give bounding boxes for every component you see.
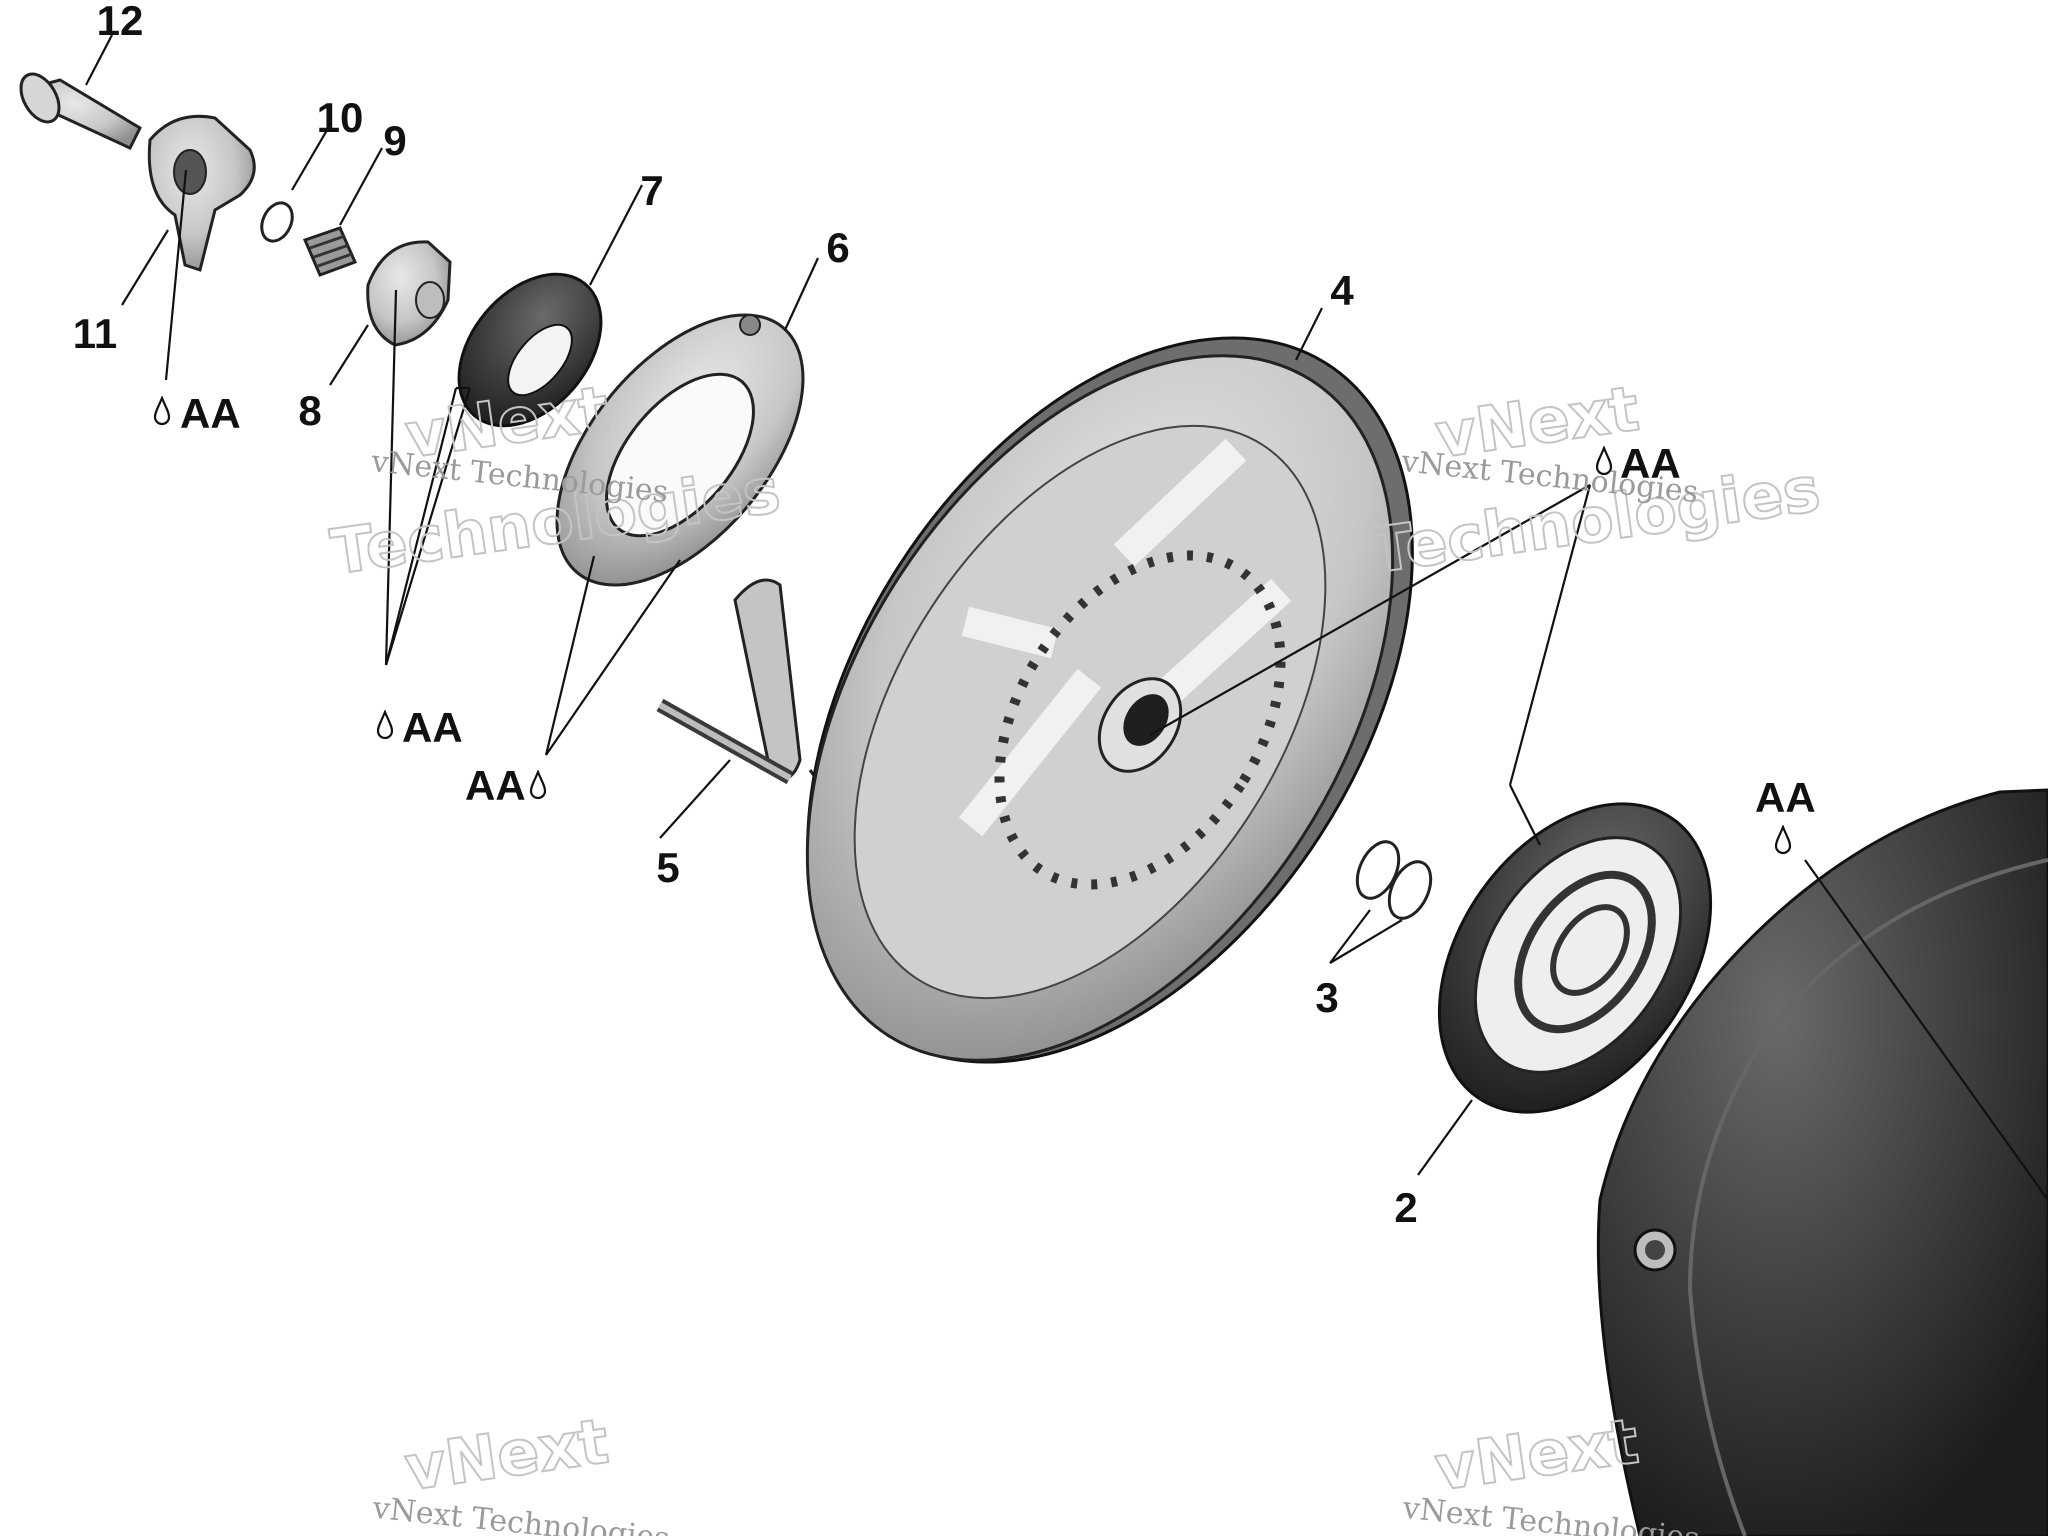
- callout-10: 10: [317, 94, 364, 141]
- lube-marker: AA: [376, 704, 463, 751]
- lube-markers: AA AA AA AA AA: [153, 390, 1816, 855]
- watermark-line: vNext Technologies: [370, 1490, 671, 1536]
- lube-code: AA: [1755, 774, 1816, 821]
- lube-code: AA: [402, 704, 463, 751]
- lube-code: AA: [180, 390, 241, 437]
- housing-part: [1596, 788, 2048, 1536]
- lube-marker: AA: [153, 390, 241, 437]
- callout-8: 8: [298, 387, 321, 434]
- lube-drop-icon: [153, 396, 171, 426]
- callout-9: 9: [383, 117, 406, 164]
- watermark: Technologies vNext vNext Technologies: [1365, 371, 1825, 589]
- callout-3: 3: [1315, 974, 1338, 1021]
- lube-drop-icon: [1774, 825, 1792, 855]
- callout-5: 5: [656, 844, 679, 891]
- watermark-word: vNext: [401, 1404, 613, 1505]
- callout-7: 7: [640, 167, 663, 214]
- leader-lines: [85, 34, 2048, 1201]
- lube-code: AA: [1620, 440, 1681, 487]
- lube-code: AA: [465, 762, 526, 809]
- watermark-word: vNext: [1431, 1404, 1643, 1505]
- callout-12: 12: [97, 0, 144, 44]
- ratchet-part: [457, 272, 603, 428]
- pulley-part: [805, 336, 1414, 1064]
- lube-marker: AA: [465, 762, 547, 809]
- cap-part: [366, 240, 452, 347]
- cover-plate-part: [555, 313, 805, 587]
- callout-11: 11: [73, 310, 117, 357]
- lube-drop-icon: [529, 770, 547, 800]
- o-ring-part: [260, 201, 294, 243]
- callout-4: 4: [1330, 267, 1354, 314]
- watermark: vNext vNext Technologies: [370, 1403, 671, 1536]
- lube-drop-icon: [376, 710, 394, 740]
- rewind-spring-part: [1437, 802, 1713, 1114]
- washers-part: [1355, 840, 1433, 920]
- pawl-part: [147, 114, 256, 272]
- lube-marker: AA: [1755, 774, 1816, 855]
- spring-part: [302, 226, 358, 277]
- callout-6: 6: [826, 224, 849, 271]
- lube-marker: AA: [1595, 440, 1681, 487]
- pin-part: [19, 72, 142, 150]
- callout-2: 2: [1394, 1184, 1417, 1231]
- callouts: 12 11 10 9 8 7 6 5 4 3 2: [73, 0, 1418, 1231]
